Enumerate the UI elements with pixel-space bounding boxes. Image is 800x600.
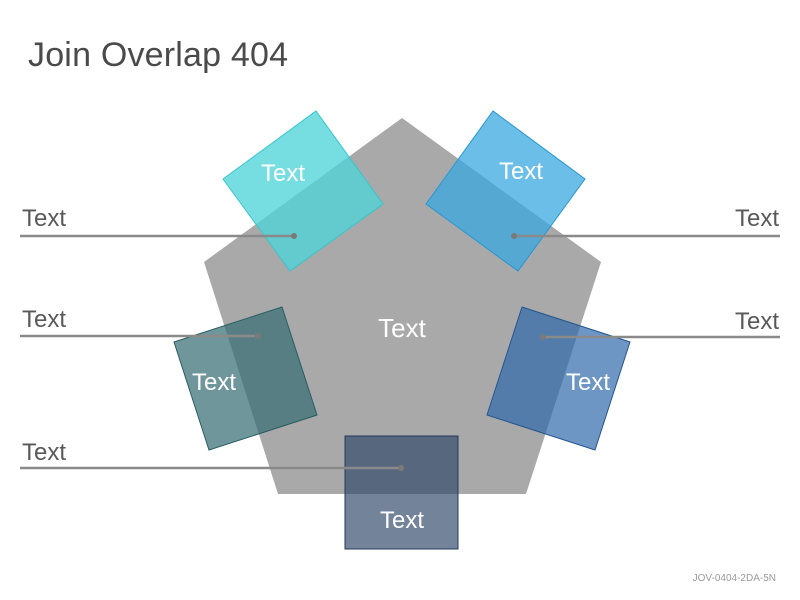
callout-middle-right: Text bbox=[540, 308, 780, 340]
callout-label-bottom-left: Text bbox=[22, 439, 66, 466]
center-label: Text bbox=[378, 313, 426, 343]
callout-dot-middle-right bbox=[540, 334, 546, 340]
callout-dot-middle-left bbox=[255, 333, 261, 339]
callout-dot-top-left bbox=[291, 233, 297, 239]
overlap-box-left: Text bbox=[173, 306, 318, 451]
callout-dot-top-right bbox=[511, 233, 517, 239]
callout-label-middle-left: Text bbox=[22, 306, 66, 333]
overlap-box-top-right: Text bbox=[425, 110, 586, 272]
page-title: Join Overlap 404 bbox=[28, 36, 289, 74]
overlap-box-bottom: Text bbox=[344, 435, 459, 550]
callout-top-left: Text bbox=[20, 205, 297, 239]
callout-dot-bottom-left bbox=[398, 465, 404, 471]
callout-label-top-left: Text bbox=[22, 205, 66, 232]
box-shape-left bbox=[173, 306, 318, 451]
box-shape-top-left bbox=[222, 110, 384, 272]
box-label-top-right: Text bbox=[499, 158, 543, 185]
overlap-box-right: Text bbox=[486, 306, 631, 451]
box-shape-bottom bbox=[344, 435, 459, 550]
callout-label-middle-right: Text bbox=[735, 308, 779, 335]
box-label-bottom: Text bbox=[380, 507, 424, 534]
callout-top-right: Text bbox=[511, 205, 780, 239]
box-shape-right bbox=[486, 306, 631, 451]
callout-label-top-right: Text bbox=[735, 205, 779, 232]
overlap-box-top-left: Text bbox=[222, 110, 384, 272]
box-shape-top-right bbox=[425, 110, 586, 272]
callout-middle-left: Text bbox=[20, 306, 261, 339]
box-label-top-left: Text bbox=[261, 160, 305, 187]
box-label-left: Text bbox=[192, 369, 236, 396]
callout-bottom-left: Text bbox=[20, 439, 404, 471]
box-label-right: Text bbox=[566, 369, 610, 396]
footer-code: JOV-0404-2DA-5N bbox=[692, 573, 776, 584]
